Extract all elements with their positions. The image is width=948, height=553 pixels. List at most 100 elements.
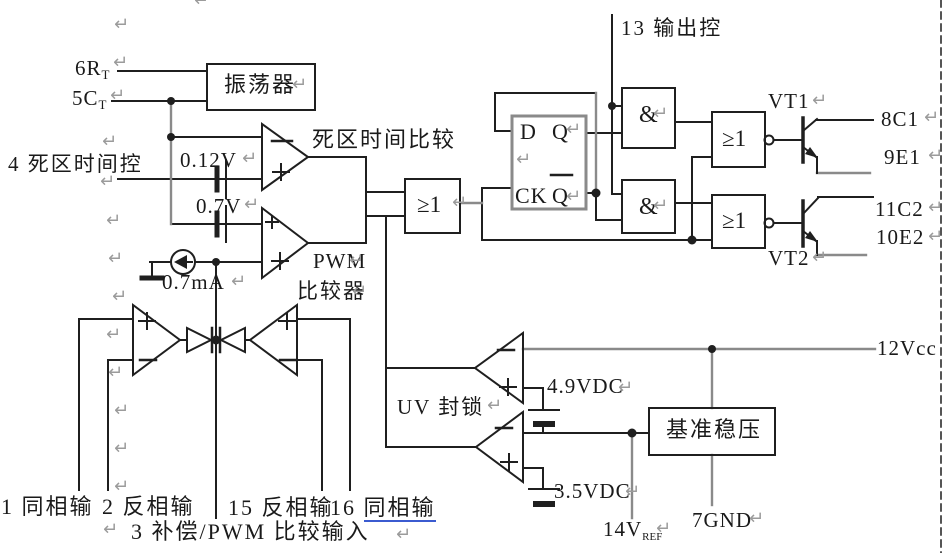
nor-gate-1-label: ≥1: [722, 126, 747, 151]
pilcrow-mark: ↵: [812, 247, 828, 268]
pin-16-link[interactable]: 同相输: [363, 495, 436, 522]
pin-10-label: 10E2: [876, 225, 925, 249]
pilcrow-mark: ↵: [110, 85, 126, 106]
vt1-label: VT1: [768, 89, 810, 113]
flipflop-d-label: D: [520, 119, 537, 144]
pilcrow-mark: ↵: [625, 481, 641, 502]
nor2-invert-bubble: [763, 217, 775, 229]
pwm-comparator-label-1: PWM: [313, 249, 367, 273]
pilcrow-mark: ↵: [242, 148, 258, 169]
dead-time-comparator-symbol: [261, 122, 310, 192]
pilcrow-mark: ↵: [194, 0, 210, 11]
wires-gray: [169, 91, 877, 520]
pin-12-label: 12Vcc: [877, 336, 937, 360]
and-gate-2-box: [621, 179, 676, 234]
pilcrow-mark: ↵: [618, 377, 634, 398]
pilcrow-mark: ↵: [292, 74, 308, 95]
pilcrow-mark: ↵: [231, 271, 247, 292]
pilcrow-mark: ↵: [928, 197, 944, 218]
vt2-label: VT2: [768, 246, 810, 270]
pilcrow-mark: ↵: [487, 395, 503, 416]
pilcrow-mark: ↵: [112, 286, 128, 307]
uv-threshold-low-value: 3.5VDC: [554, 479, 631, 503]
dead-time-comparator-label: 死区时间比较: [312, 127, 457, 152]
pilcrow-mark: ↵: [349, 250, 365, 271]
battery-0v12: [214, 159, 227, 199]
pin-15-label: 15 反相输: [228, 495, 334, 520]
flipflop-ck-label: CK: [515, 183, 548, 208]
pilcrow-mark: ↵: [928, 226, 944, 247]
and-gate-2-label: &: [639, 194, 659, 220]
pilcrow-mark: ↵: [653, 195, 669, 216]
transistor-vt1: [801, 116, 874, 174]
pilcrow-mark: ↵: [566, 119, 582, 140]
reference-regulator-block: [648, 407, 776, 456]
pin-16-label: 16 同相输: [330, 495, 436, 522]
pilcrow-mark: ↵: [812, 90, 828, 111]
reference-regulator-label: 基准稳压: [666, 417, 763, 442]
pilcrow-mark: ↵: [113, 52, 129, 73]
pin-14-label: 14VREF: [603, 517, 663, 543]
pilcrow-mark: ↵: [108, 362, 124, 383]
pilcrow-mark: ↵: [516, 149, 532, 170]
pin-8-label: 8C1: [881, 107, 920, 131]
pin-7-label: 7GND: [692, 508, 752, 532]
oscillator-block: [206, 63, 316, 111]
error-amp-1: [132, 303, 182, 377]
nor1-invert-bubble: [763, 134, 775, 146]
pilcrow-mark: ↵: [106, 210, 122, 231]
pilcrow-mark: ↵: [924, 107, 940, 128]
error-amp-2: [248, 303, 298, 377]
pilcrow-mark: ↵: [102, 131, 118, 152]
pilcrow-mark: ↵: [103, 519, 119, 540]
pin-4-label: 4 死区时间控: [8, 152, 143, 176]
pilcrow-mark: ↵: [749, 508, 765, 529]
pin-1-label: 1 同相输: [1, 494, 94, 519]
bias-current-value: 0.7mA: [162, 270, 225, 294]
or-gate-label: ≥1: [417, 192, 442, 217]
uv-lockout-label: UV 封锁: [397, 395, 485, 419]
pwm-offset-value: 0.7V: [196, 194, 242, 218]
pin-11-label: 11C2: [875, 197, 924, 221]
pwm-comparator-label-2: 比较器: [297, 279, 366, 303]
pin-6rt-label: 6RT: [75, 56, 110, 82]
flipflop-q-label: Q: [552, 119, 569, 144]
or-gate-box: [404, 178, 461, 234]
pilcrow-mark: ↵: [566, 186, 582, 207]
pin-3-label: 3 补偿/PWM 比较输入: [131, 519, 370, 544]
pilcrow-mark: ↵: [653, 103, 669, 124]
dead-time-offset-value: 0.12V: [180, 148, 237, 172]
and-gate-1-label: &: [639, 102, 659, 128]
uv-comparator-1: [473, 331, 524, 405]
current-source: [170, 249, 196, 275]
pilcrow-mark: ↵: [928, 145, 944, 166]
battery-4v9: [528, 409, 560, 427]
pilcrow-mark: ↵: [114, 476, 130, 497]
pin-13-label: 13 输出控: [621, 16, 723, 40]
oscillator-label: 振荡器: [224, 72, 297, 97]
pin-2-label: 2 反相输: [102, 494, 195, 519]
battery-3v5: [528, 488, 560, 507]
pilcrow-mark: ↵: [452, 192, 468, 213]
nor-gate-2-label: ≥1: [722, 208, 747, 233]
and-gate-1-box: [621, 87, 676, 149]
pin-5ct-label: 5CT: [72, 86, 107, 112]
pilcrow-mark: ↵: [396, 524, 412, 545]
flip-flop-box: [510, 114, 588, 211]
pilcrow-mark: ↵: [656, 518, 672, 539]
pilcrow-mark: ↵: [100, 171, 116, 192]
pwm-comparator-symbol: [261, 205, 310, 281]
pilcrow-mark: ↵: [114, 14, 130, 35]
pilcrow-mark: ↵: [114, 400, 130, 421]
uv-threshold-high-value: 4.9VDC: [547, 374, 624, 398]
pilcrow-mark: ↵: [108, 248, 124, 269]
pin-9-label: 9E1: [884, 145, 921, 169]
pilcrow-mark: ↵: [106, 324, 122, 345]
pilcrow-mark: ↵: [352, 281, 368, 302]
transistor-vt2: [801, 196, 874, 256]
pilcrow-mark: ↵: [114, 438, 130, 459]
junction-dots: [167, 97, 716, 438]
pilcrow-mark: ↵: [244, 194, 260, 215]
